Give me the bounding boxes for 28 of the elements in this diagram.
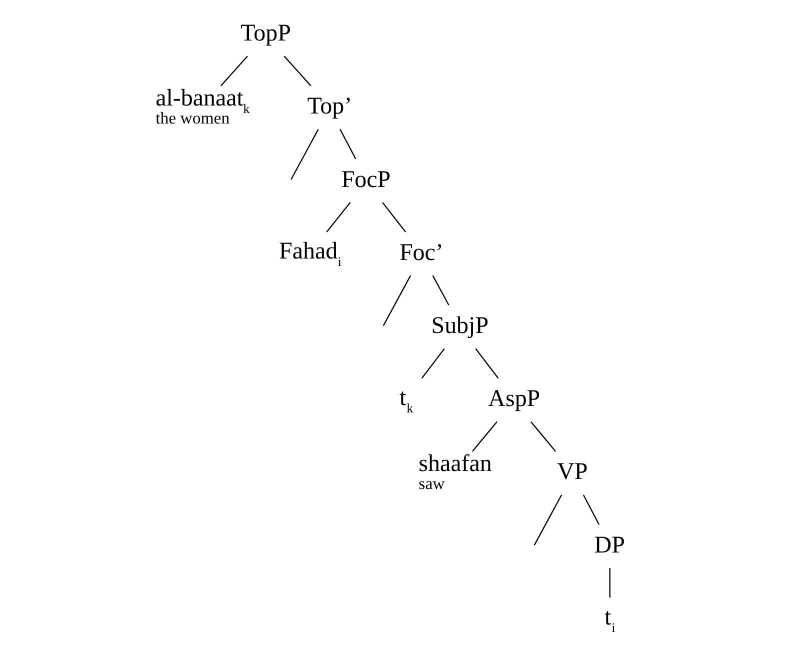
node-text: SubjP xyxy=(430,312,488,339)
node-text: FocP xyxy=(340,166,390,193)
connector xyxy=(471,421,497,452)
connector xyxy=(474,348,498,379)
connector xyxy=(608,568,610,598)
node-text: TopP xyxy=(240,20,290,47)
connector xyxy=(582,494,600,525)
node-text: Top’ xyxy=(306,94,352,120)
connector xyxy=(290,129,318,180)
node-text: t$_{i}$ xyxy=(604,604,615,635)
connector xyxy=(339,129,356,160)
connector xyxy=(382,275,411,326)
node-label: saw xyxy=(418,474,444,494)
node-text: VP xyxy=(556,459,588,486)
node-text: DP xyxy=(594,532,624,558)
node-text: AspP xyxy=(488,386,540,412)
connector xyxy=(283,56,311,86)
connector xyxy=(533,494,562,546)
node-text: Fahad$_{i}$ xyxy=(278,238,341,270)
node-text: Foc’ xyxy=(398,240,443,266)
node-text: t$_{k}$ xyxy=(398,384,413,416)
connector xyxy=(326,202,350,232)
connector xyxy=(530,421,556,452)
connector xyxy=(432,275,449,306)
connector xyxy=(220,56,248,86)
node-text: shaafan xyxy=(418,450,492,477)
connector xyxy=(382,202,406,232)
connector xyxy=(420,348,444,379)
